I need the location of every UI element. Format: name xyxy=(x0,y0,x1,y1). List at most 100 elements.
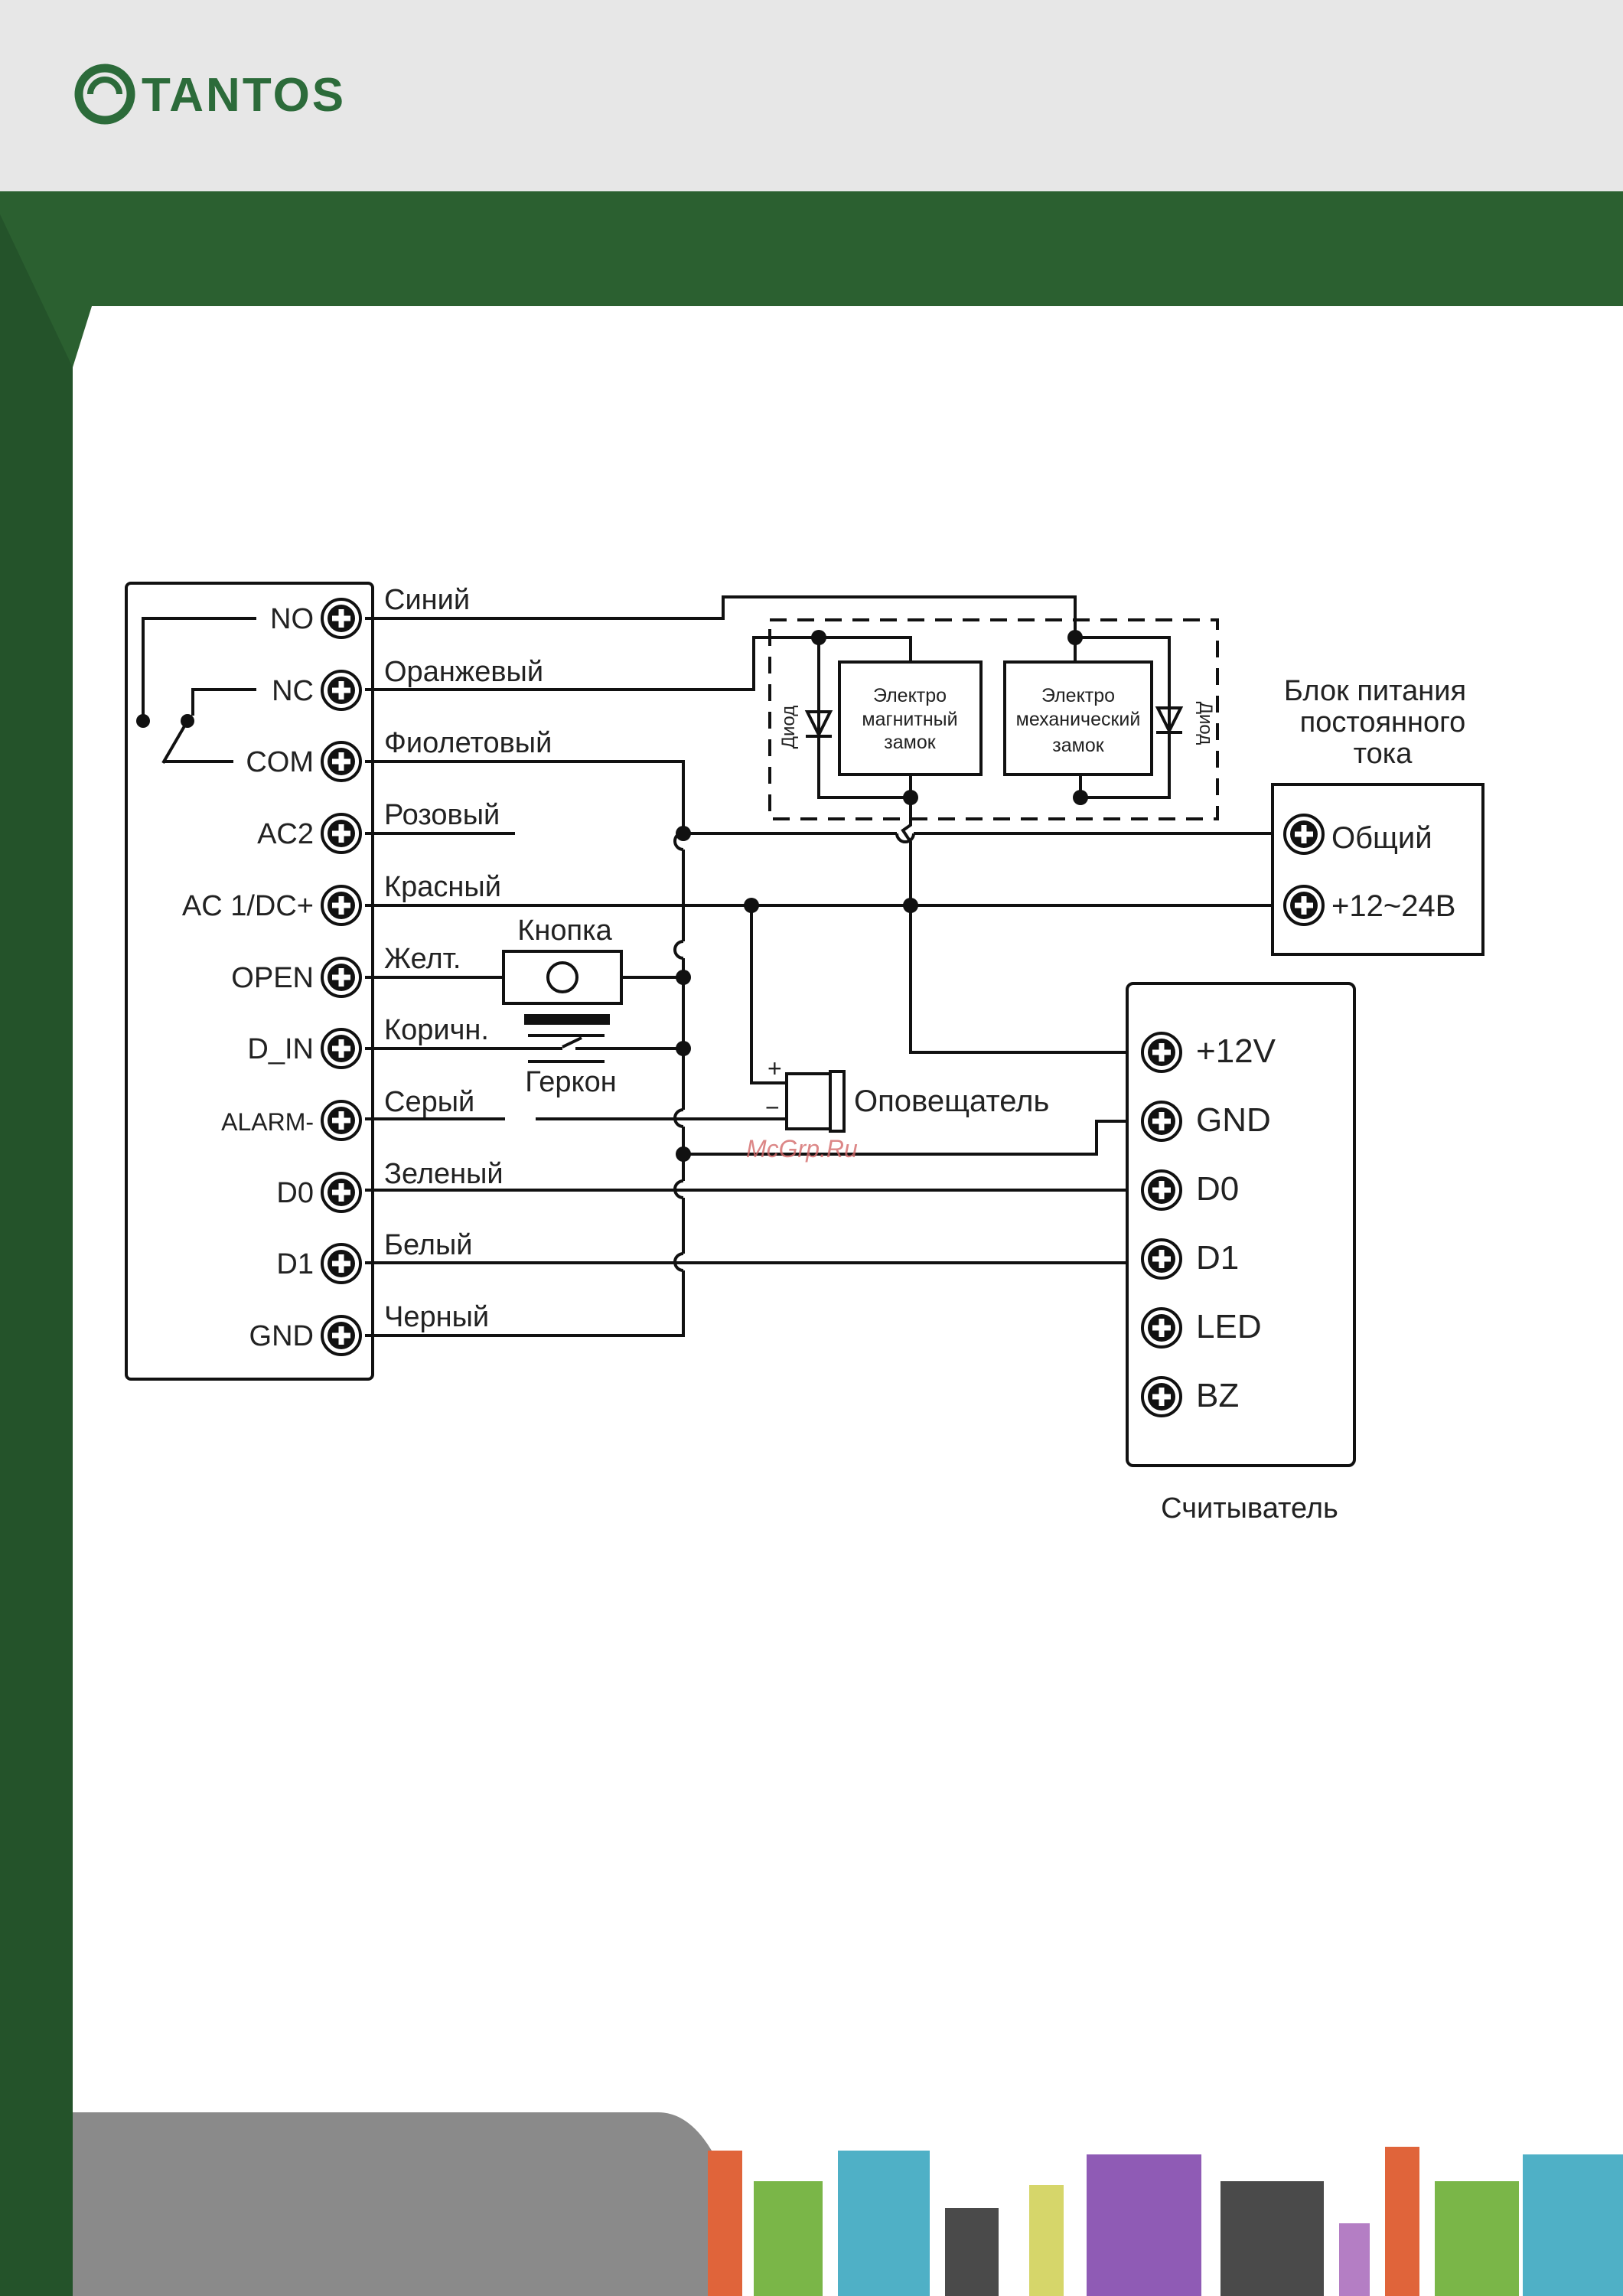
screw-terminal-icon xyxy=(321,1315,362,1356)
terminal-label: OPEN xyxy=(231,962,314,994)
logo-ring-icon xyxy=(74,64,135,125)
wire-color-label: Черный xyxy=(384,1301,489,1333)
reader-terminal: +12V xyxy=(1141,1032,1276,1073)
brand-name: TANTOS xyxy=(142,69,346,122)
screw-terminal-icon xyxy=(1141,1376,1182,1417)
svg-text:Геркон: Геркон xyxy=(525,1066,616,1098)
svg-text:Электро: Электро xyxy=(1041,685,1115,706)
wire-color-label: Коричн. xyxy=(384,1014,489,1046)
svg-text:замок: замок xyxy=(1052,735,1104,756)
footer-buildings xyxy=(73,2112,1623,2296)
building xyxy=(754,2181,823,2296)
green-frame-shade xyxy=(0,214,73,2296)
reader-caption: Считыватель xyxy=(1161,1492,1338,1525)
building xyxy=(1523,2154,1623,2296)
alarm-siren: + − Оповещатель xyxy=(765,1055,1049,1133)
screw-terminal-icon xyxy=(321,741,362,782)
building xyxy=(1029,2185,1064,2296)
wire-color-label: Красный xyxy=(384,871,501,903)
svg-text:Блок питания: Блок питания xyxy=(1284,675,1466,707)
terminal-label: ALARM- xyxy=(221,1108,314,1136)
controller-terminal: D1 Белый xyxy=(276,1229,473,1284)
terminal-label: AC 1/DC+ xyxy=(182,890,314,922)
screw-terminal-icon xyxy=(321,957,362,998)
terminal-label: D1 xyxy=(1196,1239,1239,1277)
power-supply: Блок питания постоянного тока Общий +12~… xyxy=(1271,675,1484,956)
wiring xyxy=(365,595,1282,1337)
magnet-icon xyxy=(524,1014,610,1025)
controller-terminal: AC2 Розовый xyxy=(257,799,500,854)
reed-switch: Геркон xyxy=(524,1014,617,1098)
locks-internal-wiring xyxy=(817,636,1171,799)
screw-terminal-icon xyxy=(1141,1307,1182,1349)
locks-group-frame xyxy=(768,618,1219,820)
magnetic-lock: Электро магнитный замок xyxy=(838,660,983,776)
terminal-label: GND xyxy=(249,1320,314,1352)
diode-right: Диод xyxy=(1155,702,1216,745)
terminal-label: AC2 xyxy=(257,818,314,850)
exit-button: Кнопка xyxy=(502,915,623,1005)
terminal-label: +12V xyxy=(1196,1032,1276,1070)
terminal-label: GND xyxy=(1196,1101,1271,1139)
watermark: McGrp.Ru xyxy=(746,1135,858,1163)
junction-dots xyxy=(676,630,1088,1162)
screw-terminal-icon xyxy=(1141,1101,1182,1142)
svg-text:постоянного: постоянного xyxy=(1300,706,1466,739)
controller-terminal: GND Черный xyxy=(249,1301,489,1356)
svg-text:Оповещатель: Оповещатель xyxy=(854,1084,1049,1118)
controller-terminal: ALARM- Серый xyxy=(221,1086,474,1141)
reader-terminal: D1 xyxy=(1141,1238,1239,1280)
reader-terminal: GND xyxy=(1141,1101,1271,1142)
mechanical-lock: Электро механический замок xyxy=(1003,660,1153,776)
button-icon xyxy=(546,961,578,993)
terminal-label: LED xyxy=(1196,1308,1262,1345)
wire-color-label: Оранжевый xyxy=(384,656,543,688)
svg-text:Кнопка: Кнопка xyxy=(517,915,612,947)
screw-terminal-icon xyxy=(321,1028,362,1069)
terminal-label: NO xyxy=(270,603,314,635)
svg-text:тока: тока xyxy=(1354,738,1413,770)
building xyxy=(1339,2223,1370,2296)
diode-icon xyxy=(1155,706,1184,735)
building xyxy=(945,2208,999,2296)
screw-terminal-icon xyxy=(1141,1032,1182,1073)
terminal-label: D1 xyxy=(276,1248,314,1280)
diode-icon xyxy=(804,710,833,739)
wire-color-label: Белый xyxy=(384,1229,473,1261)
logo-arc-icon xyxy=(87,77,122,95)
header-band xyxy=(0,0,1623,191)
screw-terminal-icon xyxy=(321,670,362,711)
reader-terminal: LED xyxy=(1141,1307,1262,1349)
screw-terminal-icon xyxy=(321,1243,362,1284)
svg-text:Электро: Электро xyxy=(873,685,947,706)
wire-color-label: Серый xyxy=(384,1086,474,1118)
siren-icon xyxy=(829,1070,846,1133)
svg-text:+12~24В: +12~24В xyxy=(1331,889,1455,923)
wire-color-label: Розовый xyxy=(384,799,500,831)
screw-terminal-icon xyxy=(321,885,362,926)
wire-color-label: Фиолетовый xyxy=(384,727,552,759)
svg-text:Общий: Общий xyxy=(1331,821,1432,855)
building xyxy=(1221,2181,1324,2296)
wire-color-label: Синий xyxy=(384,584,470,616)
svg-text:замок: замок xyxy=(884,732,936,753)
reader-terminal: D0 xyxy=(1141,1169,1239,1211)
svg-text:Диод: Диод xyxy=(778,706,799,748)
footer-panel xyxy=(73,2112,712,2296)
svg-text:−: − xyxy=(765,1094,780,1121)
controller-terminal: AC 1/DC+ Красный xyxy=(182,871,501,926)
building xyxy=(1385,2147,1419,2296)
screw-terminal-icon xyxy=(321,1172,362,1213)
building xyxy=(1435,2181,1519,2296)
building xyxy=(838,2151,930,2296)
diode-left: Диод xyxy=(778,706,833,748)
terminal-label: D0 xyxy=(276,1177,314,1209)
screw-terminal-icon xyxy=(321,598,362,639)
